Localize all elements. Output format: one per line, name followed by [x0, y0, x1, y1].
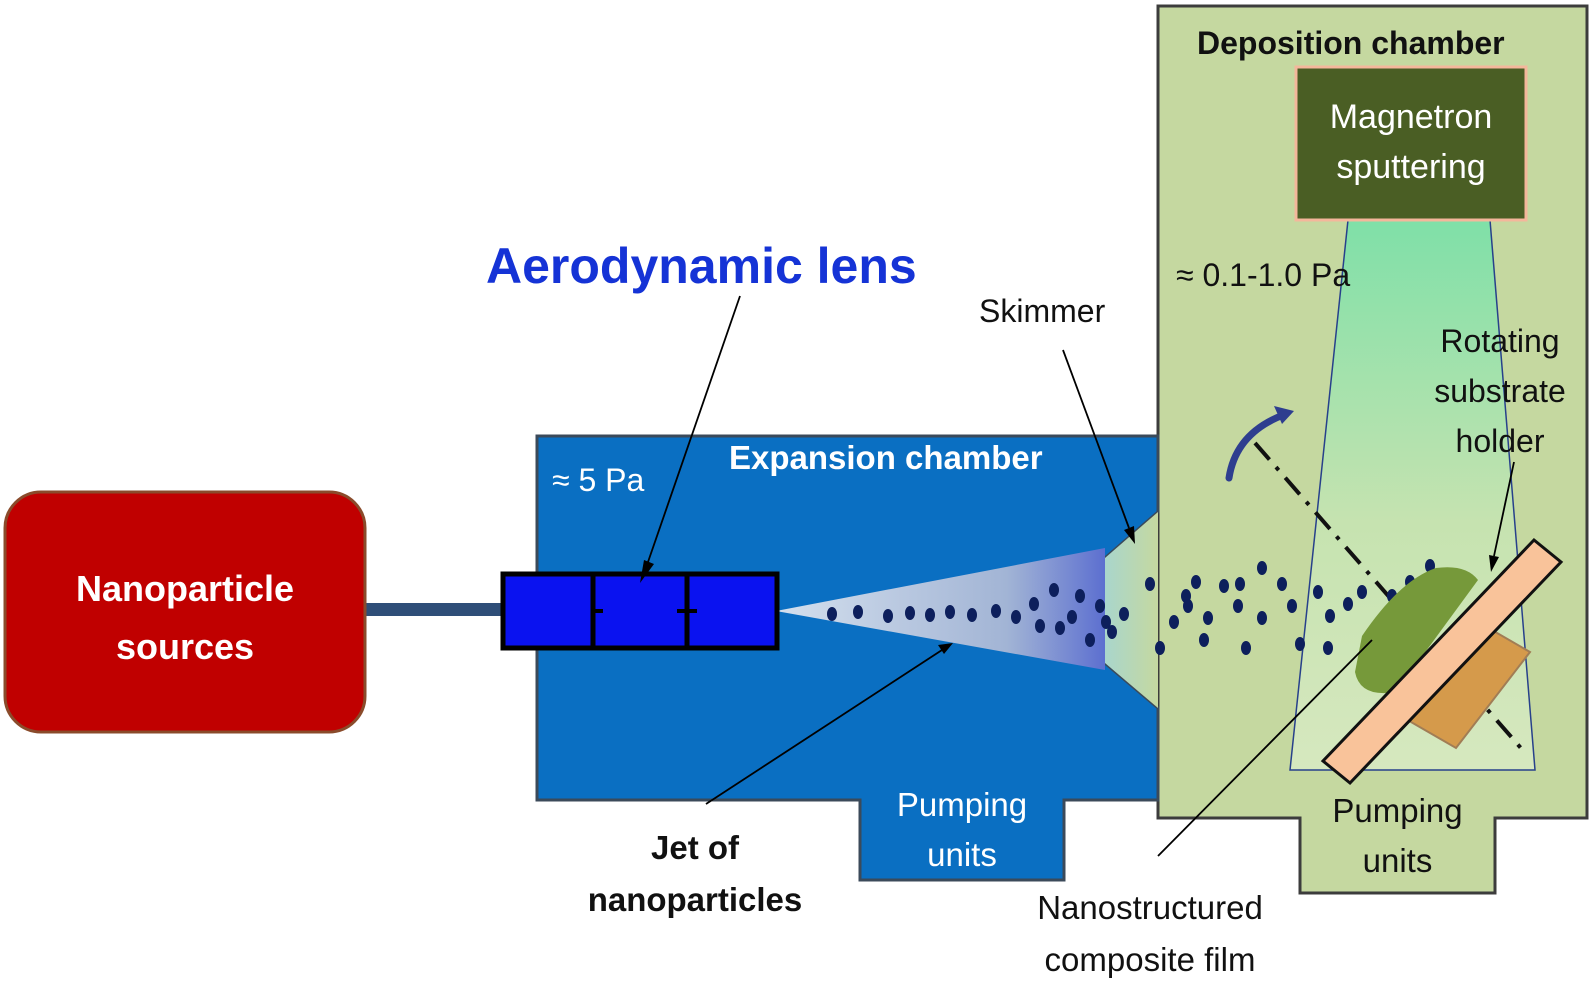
nanoparticle-dot — [1357, 585, 1367, 599]
nanoparticle-dot — [1119, 607, 1129, 621]
nanoparticle-dot — [1295, 637, 1305, 651]
rotating-holder-label: Rotating substrate holder — [1434, 323, 1566, 459]
nanoparticle-dot — [1049, 583, 1059, 597]
nanoparticle-dot — [1257, 561, 1267, 575]
source-box — [3, 490, 367, 734]
expansion-pumping-label: Pumping units — [896, 786, 1028, 873]
nanoparticle-dot — [1257, 611, 1267, 625]
deposition-pumping-label: Pumping units — [1332, 792, 1463, 879]
nanoparticle-dot — [1035, 619, 1045, 633]
deposition-chamber-title: Deposition chamber — [1197, 25, 1505, 61]
particle-stream — [827, 559, 1435, 655]
rotation-arrow-icon — [1225, 410, 1290, 482]
nanoparticle-dot — [1145, 577, 1155, 591]
magnetron-box — [1294, 65, 1528, 222]
film-label: Nanostructured composite film — [1037, 889, 1263, 978]
nanoparticle-dot — [925, 608, 935, 622]
nanoparticle-dot — [1343, 597, 1353, 611]
nanoparticle-dot — [1325, 609, 1335, 623]
nanoparticle-dot — [1085, 633, 1095, 647]
nanoparticle-dot — [1183, 599, 1193, 613]
expansion-pressure-label: ≈ 5 Pa — [552, 462, 645, 498]
jet-label: Jet of nanoparticles — [587, 829, 803, 918]
aerodynamic-lens-body — [500, 571, 780, 651]
nanoparticle-dot — [945, 605, 955, 619]
nanoparticle-dot — [883, 609, 893, 623]
skimmer-opening — [1105, 512, 1158, 708]
nanoparticle-dot — [1169, 615, 1179, 629]
nanoparticle-dot — [1029, 597, 1039, 611]
nanostructured-film — [1355, 567, 1478, 694]
nanoparticle-dot — [1203, 611, 1213, 625]
nanoparticle-dot — [1219, 579, 1229, 593]
nanoparticle-dot — [1233, 599, 1243, 613]
nanoparticle-dot — [1313, 585, 1323, 599]
nanoparticle-dot — [827, 607, 837, 621]
nanoparticle-dot — [1095, 599, 1105, 613]
nanoparticle-dot — [905, 606, 915, 620]
deposition-pressure-label: ≈ 0.1-1.0 Pa — [1176, 257, 1351, 293]
nanoparticle-dot — [853, 605, 863, 619]
arrowheads — [640, 526, 1499, 654]
connection-tube — [362, 603, 505, 616]
nanoparticle-dot — [1055, 621, 1065, 635]
nanoparticle-dot — [1235, 577, 1245, 591]
nanoparticle-dot — [1011, 610, 1021, 624]
nanoparticle-dot — [1191, 575, 1201, 589]
nanoparticle-dot — [991, 604, 1001, 618]
nanoparticle-dot — [1287, 599, 1297, 613]
aerodynamic-lens-title: Aerodynamic lens — [486, 238, 917, 294]
magnetron-label: Magnetron sputtering — [1329, 98, 1493, 186]
nanoparticle-sources-label: Nanoparticle sources — [75, 568, 295, 667]
nanoparticle-dot — [1277, 577, 1287, 591]
substrate-holder — [1320, 537, 1564, 786]
nanoparticle-dot — [1101, 615, 1111, 629]
nanoparticle-dot — [1323, 641, 1333, 655]
rotation-arrow-head — [1274, 406, 1294, 424]
leader-lines — [647, 295, 1515, 857]
jet-cone — [776, 548, 1105, 670]
nanoparticle-dot — [1067, 610, 1077, 624]
nanoparticle-dot — [1155, 641, 1165, 655]
expansion-chamber-title: Expansion chamber — [729, 439, 1043, 476]
nanoparticle-dot — [1241, 641, 1251, 655]
nanoparticle-dot — [967, 608, 977, 622]
skimmer-label: Skimmer — [979, 293, 1106, 329]
nanoparticle-dot — [1075, 589, 1085, 603]
nanoparticle-dot — [1199, 633, 1209, 647]
nanoparticle-dot — [1107, 625, 1117, 639]
